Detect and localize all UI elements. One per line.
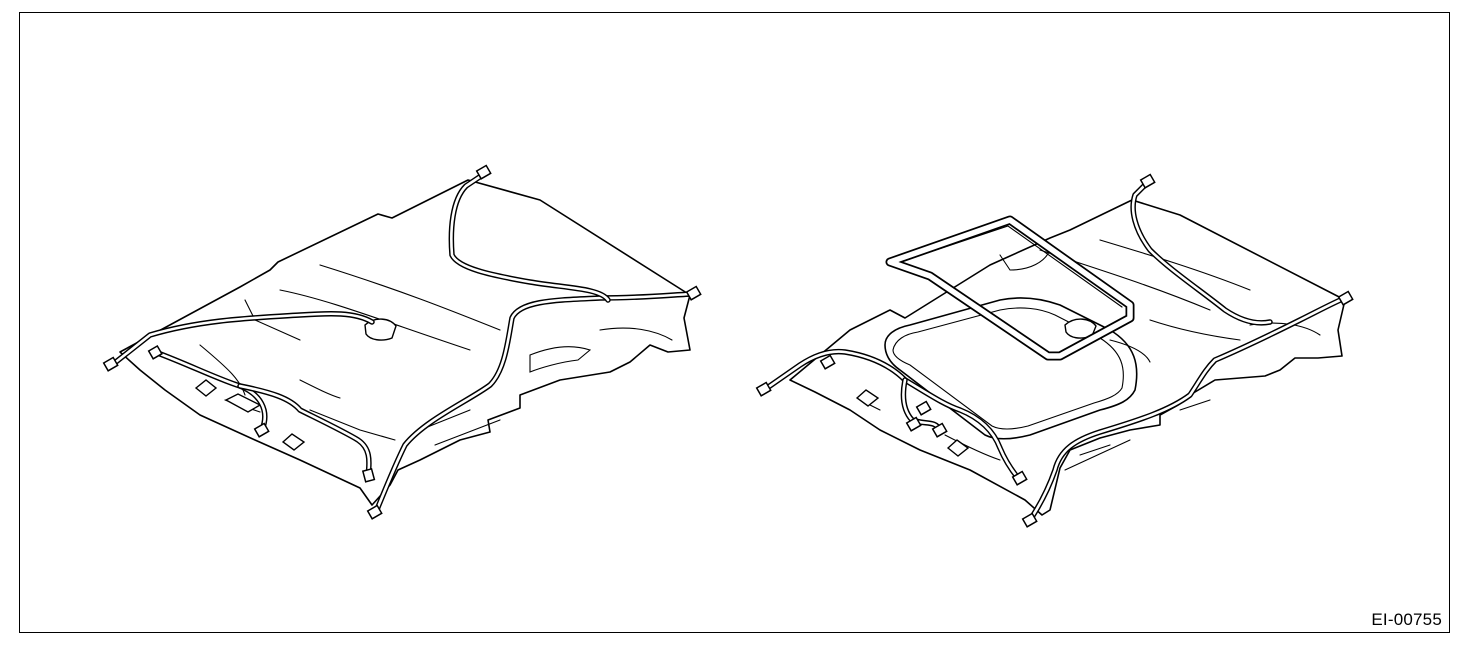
figure-code: EI-00755 [1371, 610, 1442, 629]
figure-frame [19, 12, 1450, 633]
headliner-outline-right [789, 199, 1346, 516]
sunroof-opening [884, 297, 1138, 440]
roof-headliner-harness-icon [102, 164, 702, 520]
headliner-outline-left [119, 179, 691, 506]
roof-headliner-sunroof-harness-icon [755, 173, 1354, 528]
